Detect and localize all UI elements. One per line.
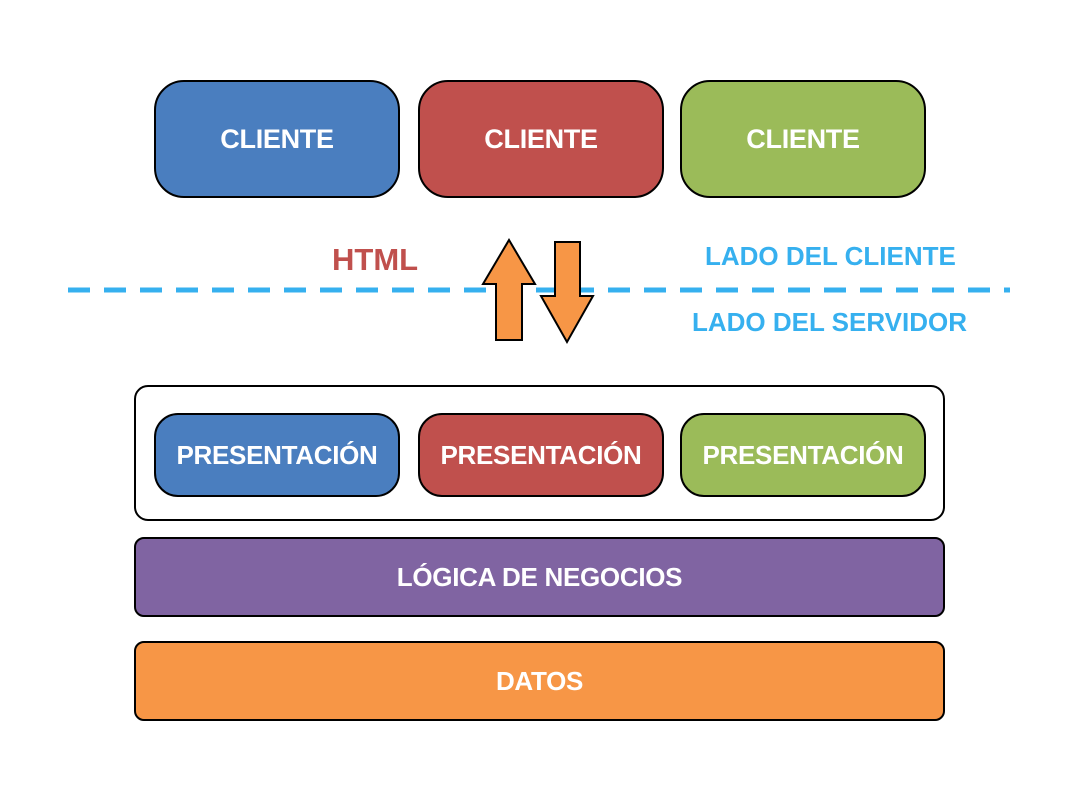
client-side-label: LADO DEL CLIENTE — [705, 241, 956, 271]
data-layer-label: DATOS — [495, 665, 584, 696]
presentation-box-green: PRESENTACIÓN — [680, 413, 926, 497]
business-logic-layer: LÓGICA DE NEGOCIOS — [134, 537, 945, 617]
client-label: CLIENTE — [746, 123, 860, 154]
down-arrow-icon — [539, 241, 595, 345]
protocol-label: HTML — [332, 242, 419, 277]
business-logic-label: LÓGICA DE NEGOCIOS — [396, 561, 683, 592]
client-label: CLIENTE — [220, 123, 334, 154]
data-layer: DATOS — [134, 641, 945, 721]
presentation-box-blue: PRESENTACIÓN — [154, 413, 400, 497]
presentation-label: PRESENTACIÓN — [176, 439, 378, 470]
presentation-label: PRESENTACIÓN — [702, 439, 904, 470]
client-box-blue: CLIENTE — [154, 80, 400, 198]
presentation-label: PRESENTACIÓN — [440, 439, 642, 470]
client-label: CLIENTE — [484, 123, 598, 154]
presentation-box-red: PRESENTACIÓN — [418, 413, 664, 497]
client-box-red: CLIENTE — [418, 80, 664, 198]
server-side-label: LADO DEL SERVIDOR — [692, 307, 967, 337]
up-arrow-icon — [481, 238, 537, 341]
client-box-green: CLIENTE — [680, 80, 926, 198]
